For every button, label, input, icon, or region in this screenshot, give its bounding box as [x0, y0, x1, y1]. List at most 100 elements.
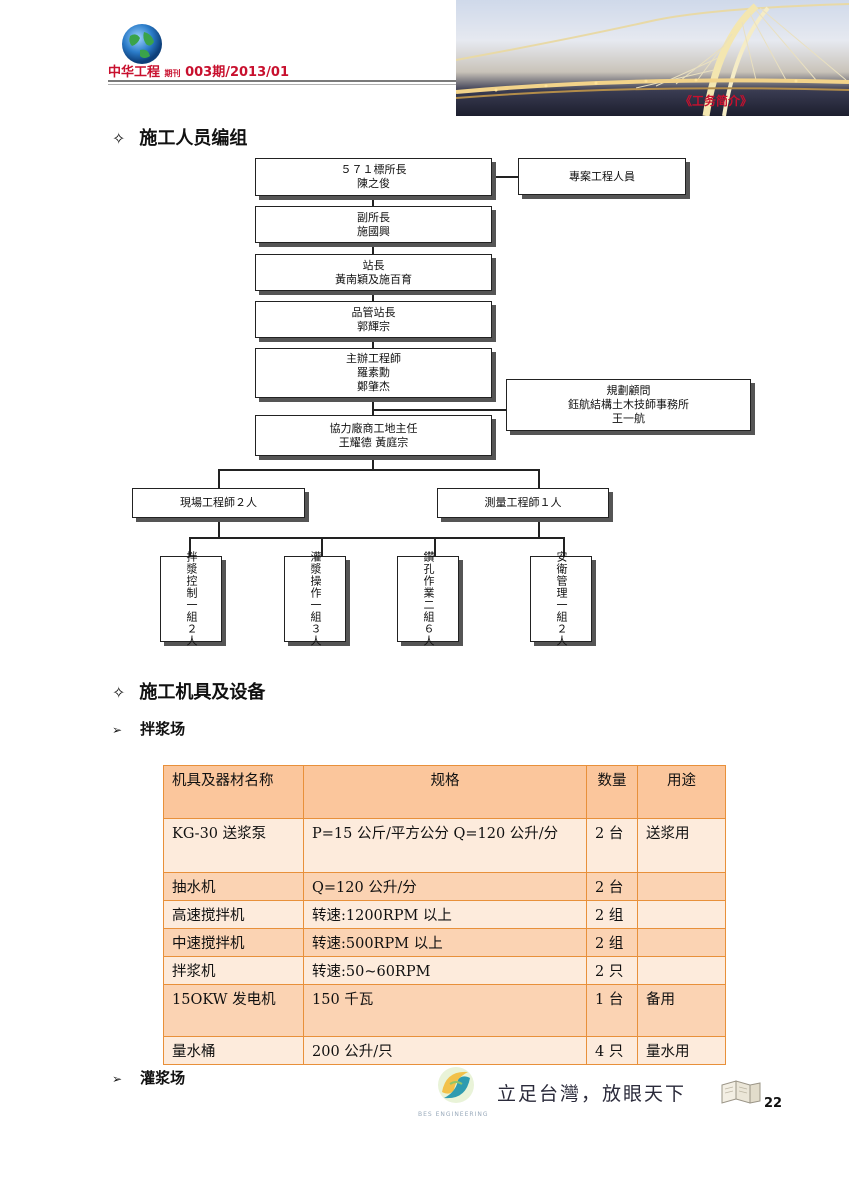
table-header-cell: 机具及器材名称 [163, 765, 304, 819]
table-cell: 2 组 [586, 928, 638, 957]
org-team-drilling-text: 鑽孔作業二組６人 [422, 551, 435, 647]
table-cell: 4 只 [586, 1036, 638, 1065]
subheading-grouting-text: 灌浆场 [140, 1069, 186, 1087]
company-logo-icon [438, 1067, 474, 1103]
table-cell [637, 928, 726, 957]
org-connector-left [218, 469, 220, 489]
table-row: 高速搅拌机 转速:1200RPM 以上 2 组 [163, 900, 726, 929]
issue-number: 003期/2013/01 [185, 65, 289, 80]
table-cell: 转速:500RPM 以上 [303, 928, 587, 957]
org-consultant-title: 規劃顧問 [606, 384, 651, 397]
org-box-specialist: 專案工程人員 [518, 158, 686, 195]
org-box-survey-engineers: 測量工程師１人 [437, 488, 609, 518]
org-station-chief-name: 黃南穎及施百育 [335, 272, 412, 286]
org-survey-engineers-text: 測量工程師１人 [484, 496, 562, 509]
org-connector-team4 [563, 537, 565, 556]
journal-title: 中华工程 期刊 003期/2013/01 [108, 61, 289, 80]
table-cell [637, 900, 726, 929]
org-director-name: 陳之俊 [357, 177, 390, 190]
org-chief-engineers-title: 主辦工程師 [346, 352, 401, 365]
subheading-mixing-text: 拌浆场 [140, 720, 186, 738]
org-team-grouting-operation: 灌漿操作一組３人 [284, 551, 346, 647]
org-connector-right [538, 469, 540, 489]
table-cell: 中速搅拌机 [163, 928, 304, 957]
org-box-qc-chief: 品管站長 郭輝宗 [255, 301, 492, 338]
table-cell: 量水桶 [163, 1036, 304, 1065]
org-box-subcontractor: 協力廠商工地主任 王耀德 黃庭宗 [255, 415, 492, 456]
arrowhead-right-icon: ➢ [112, 723, 123, 737]
header-rule-thin [108, 84, 458, 85]
footer-slogan: 立足台灣，放眼天下 [497, 1083, 687, 1105]
section-tag: 《工务简介》 [680, 94, 753, 108]
header-rule [108, 80, 458, 82]
org-director-title: ５７１標所長 [340, 163, 407, 176]
table-header-cell: 数量 [586, 765, 638, 819]
table-cell: 2 台 [586, 872, 638, 901]
table-cell: 拌浆机 [163, 956, 304, 985]
org-subcontractor-names: 王耀德 黃庭宗 [338, 435, 409, 449]
heading-personnel-text: 施工人员编组 [139, 128, 248, 149]
table-cell: 200 公升/只 [303, 1036, 587, 1065]
org-station-chief-title: 站長 [362, 258, 385, 272]
table-row: 量水桶 200 公升/只 4 只 量水用 [163, 1036, 726, 1065]
org-team-drilling: 鑽孔作業二組６人 [397, 551, 459, 647]
org-consultant-name: 王一航 [612, 412, 645, 425]
org-connector-right-down [538, 518, 540, 538]
journal-kind: 期刊 [164, 69, 181, 78]
table-cell [637, 956, 726, 985]
table-cell: 转速:1200RPM 以上 [303, 900, 587, 929]
org-specialist-text: 專案工程人員 [569, 169, 635, 183]
org-box-station-chief: 站長 黃南穎及施百育 [255, 254, 492, 291]
org-box-site-engineers: 現場工程師２人 [132, 488, 305, 518]
table-row: 中速搅拌机 转速:500RPM 以上 2 组 [163, 928, 726, 957]
equipment-table: 机具及器材名称 规格 数量 用途 KG-30 送浆泵 P=15 公斤/平方公分 … [163, 765, 726, 1065]
heading-equipment: ✧施工机具及设备 [112, 678, 265, 704]
table-cell [637, 872, 726, 901]
subheading-grouting: ➢ 灌浆场 [112, 1067, 185, 1088]
table-row: 抽水机 Q=120 公升/分 2 台 [163, 872, 726, 901]
org-team-mixing-control: 拌漿控制一組２人 [160, 551, 222, 647]
org-qc-chief-title: 品管站長 [351, 305, 396, 319]
table-row: KG-30 送浆泵 P=15 公斤/平方公分 Q=120 公升/分 2 台 送浆… [163, 818, 726, 873]
journal-name: 中华工程 [108, 65, 161, 80]
table-cell: 转速:50~60RPM [303, 956, 587, 985]
org-consultant-firm: 鈺航結構土木技師事務所 [568, 398, 689, 411]
org-deputy-name: 施國興 [357, 224, 390, 238]
org-box-chief-engineers: 主辦工程師 羅素勳 鄭肇杰 [255, 348, 492, 398]
bridge-photo [456, 0, 849, 116]
org-box-consultant: 規劃顧問 鈺航結構土木技師事務所 王一航 [506, 379, 751, 431]
org-subcontractor-title: 協力廠商工地主任 [329, 421, 418, 435]
table-cell: 送浆用 [637, 818, 726, 873]
org-box-deputy: 副所長 施國興 [255, 206, 492, 243]
globe-logo-icon [122, 24, 162, 64]
table-cell: Q=120 公升/分 [303, 872, 587, 901]
org-connector-down [372, 456, 374, 470]
table-cell: 备用 [637, 984, 726, 1037]
heading-personnel: ✧ 施工人员编组 [112, 124, 247, 150]
org-connector-consultant [372, 409, 506, 411]
table-cell: 量水用 [637, 1036, 726, 1065]
table-cell: 2 台 [586, 818, 638, 873]
table-cell: 150 千瓦 [303, 984, 587, 1037]
org-team-safety: 安衛管理一組２人 [530, 551, 592, 647]
arrowhead-right-icon: ➢ [112, 1072, 123, 1086]
table-cell: 1 台 [586, 984, 638, 1037]
table-row: 15OKW 发电机 150 千瓦 1 台 备用 [163, 984, 726, 1037]
org-chief-engineer-2: 鄭肇杰 [357, 380, 390, 393]
company-logo-text: BES ENGINEERING [418, 1111, 489, 1118]
table-cell: 15OKW 发电机 [163, 984, 304, 1037]
org-qc-chief-name: 郭輝宗 [357, 319, 390, 333]
org-connector-team1 [189, 537, 191, 556]
org-connector-left-down [218, 518, 220, 538]
table-cell: 高速搅拌机 [163, 900, 304, 929]
org-connector-specialist [491, 176, 519, 178]
table-header-cell: 用途 [637, 765, 726, 819]
org-connector-branch [218, 469, 539, 471]
org-site-engineers-text: 現場工程師２人 [180, 496, 257, 509]
org-team-grouting-operation-text: 灌漿操作一組３人 [309, 551, 322, 647]
org-connector-team2 [321, 537, 323, 556]
table-header-row: 机具及器材名称 规格 数量 用途 [163, 765, 726, 819]
subheading-mixing: ➢ 拌浆场 [112, 718, 185, 739]
diamond-outline-icon: ✧ [112, 129, 126, 148]
